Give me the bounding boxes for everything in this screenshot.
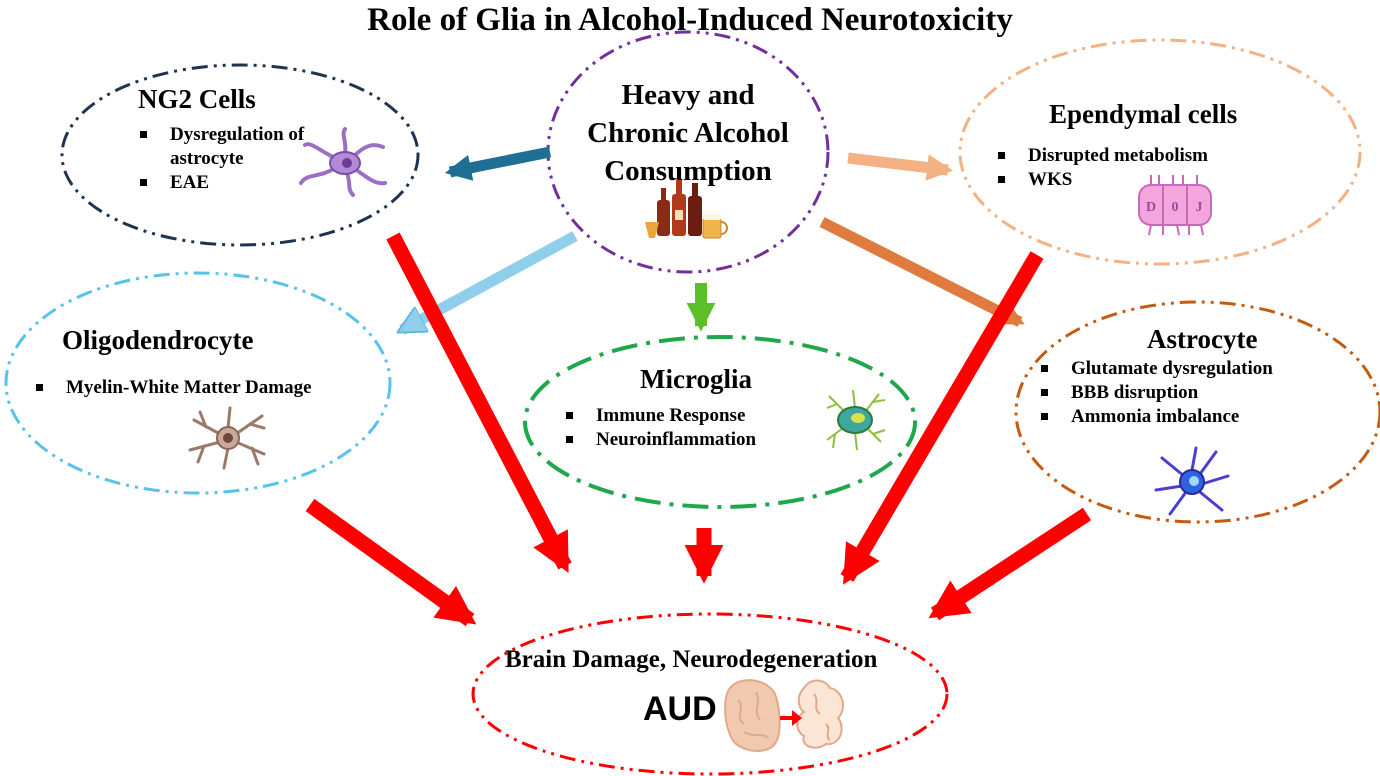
center-node-title: Heavy and Chronic Alcohol Consumption	[548, 76, 828, 190]
outcome-node-outline	[471, 612, 949, 776]
microglia-node-outline	[523, 335, 917, 509]
arrow-astrocyte-to-outcome	[928, 507, 1092, 621]
brain-damage-icon	[724, 679, 845, 752]
oligodendrocyte-node-title: Oligodendrocyte	[62, 325, 254, 355]
microglia-item: Neuroinflammation	[566, 428, 826, 452]
arrow-center-to-ependymal	[847, 152, 954, 181]
astrocyte-item: Glutamate dysregulation	[1041, 357, 1341, 381]
microglia-node-title: Microglia	[640, 364, 752, 394]
ng2-item-continuation-text: astrocyte	[170, 148, 244, 169]
ependymal-node-title: Ependymal cells	[1049, 99, 1238, 129]
ng2-node-list: Dysregulation of astrocyte EAE	[140, 123, 360, 195]
diagram-title: Role of Glia in Alcohol-Induced Neurotox…	[367, 2, 1013, 38]
microglia-item: Immune Response	[566, 404, 826, 428]
ng2-item-continuation: astrocyte	[140, 147, 360, 171]
astrocyte-node-outline	[1014, 300, 1380, 524]
oligodendrocyte-item: Myelin-White Matter Damage	[36, 376, 396, 400]
ng2-item: EAE	[140, 171, 360, 195]
oligodendrocyte-icon	[188, 406, 266, 470]
ependymal-node-outline	[958, 38, 1362, 266]
astrocyte-node-list: Glutamate dysregulation BBB disruption A…	[1041, 357, 1341, 429]
ependymal-node-list: Disrupted metabolism WKS	[998, 144, 1298, 192]
outcome-label: AUD	[643, 690, 717, 728]
arrow-center-to-ng2	[444, 146, 552, 181]
center-line-2: Chronic Alcohol	[587, 117, 789, 149]
center-line-3: Consumption	[604, 155, 772, 187]
ependymal-item: WKS	[998, 168, 1298, 192]
alcohol-bottles-icon	[645, 180, 728, 239]
ng2-item: Dysregulation of	[140, 123, 360, 147]
astrocyte-icon	[1154, 446, 1230, 516]
svg-text:0: 0	[1172, 200, 1179, 215]
astrocyte-node-title: Astrocyte	[1147, 324, 1258, 354]
astrocyte-item: BBB disruption	[1041, 381, 1341, 405]
microglia-node-list: Immune Response Neuroinflammation	[566, 404, 826, 452]
arrow-ependymal-to-outcome	[840, 251, 1044, 585]
ng2-node-outline	[60, 63, 420, 247]
arrow-oligodendrocyte-to-outcome	[305, 498, 477, 627]
oligodendrocyte-node-list: Myelin-White Matter Damage	[36, 376, 396, 400]
svg-text:J: J	[1196, 200, 1203, 215]
ng2-node-title: NG2 Cells	[138, 84, 256, 114]
oligodendrocyte-node-outline	[4, 271, 392, 495]
arrow-center-to-astrocyte	[819, 217, 1025, 327]
arrow-ng2-to-outcome	[386, 232, 572, 573]
ependymal-item: Disrupted metabolism	[998, 144, 1298, 168]
outcome-node-title: Brain Damage, Neurodegeneration	[505, 646, 878, 673]
ependymal-cell-icon: D 0 J	[1138, 175, 1212, 236]
microglia-icon	[826, 389, 886, 451]
svg-text:D: D	[1146, 200, 1156, 215]
ng2-cell-icon	[299, 127, 387, 197]
center-line-1: Heavy and	[621, 79, 755, 111]
astrocyte-item: Ammonia imbalance	[1041, 405, 1341, 429]
